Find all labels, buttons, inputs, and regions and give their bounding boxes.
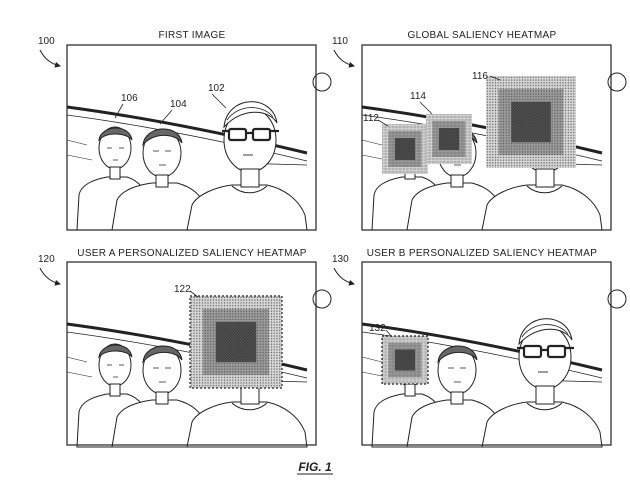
ref-arrow: [39, 49, 61, 68]
panel-ref-label: 120: [38, 254, 55, 265]
callout-label: 112: [363, 113, 379, 124]
callout-label: 102: [208, 83, 225, 94]
image-frame: [66, 44, 317, 231]
panel-title: FIRST IMAGE: [158, 30, 225, 41]
panel-title: USER B PERSONALIZED SALIENCY HEATMAP: [367, 248, 598, 259]
leader-line: [159, 109, 173, 125]
image-frame: [361, 44, 612, 231]
panel-title: GLOBAL SALIENCY HEATMAP: [408, 30, 557, 41]
leader-line: [377, 119, 389, 127]
leader-line: [211, 93, 227, 109]
figure-caption: FIG. 1: [298, 460, 332, 474]
panel-user-a-saliency: USER A PERSONALIZED SALIENCY HEATMAP 120…: [38, 248, 333, 448]
callout-label: 114: [410, 91, 426, 102]
panel-title: USER A PERSONALIZED SALIENCY HEATMAP: [77, 248, 306, 259]
leader-line: [114, 103, 124, 119]
scene-image: [65, 71, 333, 231]
heatmap-region-person-back: [382, 124, 428, 174]
ref-arrow: [333, 49, 355, 68]
image-frame: [66, 261, 317, 446]
panel-ref-label: 100: [38, 36, 55, 47]
callout-label: 122: [174, 284, 191, 295]
callout-label: 106: [121, 93, 138, 104]
leader-line: [489, 75, 501, 81]
heatmap-region-person-front: [486, 76, 576, 168]
panel-global-saliency: GLOBAL SALIENCY HEATMAP 110 112 114 116: [332, 30, 628, 231]
callout-label: 116: [472, 71, 488, 82]
panel-user-b-saliency: USER B PERSONALIZED SALIENCY HEATMAP 130…: [332, 248, 628, 448]
leader-line: [419, 101, 433, 115]
leader-line: [385, 329, 393, 338]
panel-ref-label: 110: [332, 36, 348, 47]
panel-first-image: FIRST IMAGE 100 106 104 102: [38, 30, 333, 231]
panel-ref-label: 130: [332, 254, 349, 265]
ref-arrow: [333, 267, 355, 286]
callout-label: 104: [170, 99, 187, 110]
callout-label: 132: [369, 323, 386, 334]
image-frame: [361, 261, 612, 446]
heatmap-region-person-front: [189, 295, 283, 389]
heatmap-region-person-mid: [426, 114, 472, 164]
ref-arrow: [39, 267, 61, 286]
leader-line: [189, 290, 199, 298]
heatmap-region-person-back: [381, 335, 429, 385]
